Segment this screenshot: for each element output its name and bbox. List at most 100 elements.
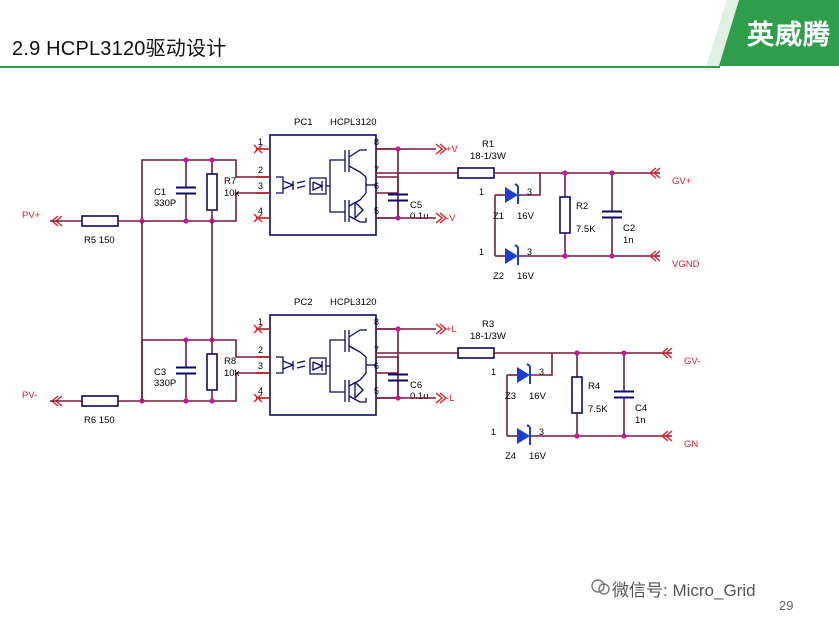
zener-diode-b — [517, 428, 530, 444]
logo-text: 英威腾 — [747, 20, 831, 51]
junction-dot — [183, 337, 189, 343]
ic-reference: PC2 — [294, 297, 312, 308]
pulldown-resistor-value: 10k — [224, 188, 240, 199]
output-capacitor-value: 1n — [623, 235, 634, 246]
optocoupler-internals — [276, 329, 376, 403]
junction-dot — [621, 433, 627, 439]
zener-b-ref: Z4 — [505, 451, 516, 462]
supply-neg-arrow — [435, 212, 444, 224]
page-number: 29 — [779, 598, 794, 613]
pulldown-resistor-ref: R8 — [224, 356, 236, 367]
gate-resistor — [457, 347, 495, 359]
junction-dot — [183, 218, 189, 224]
gate-net-arrow — [660, 347, 669, 359]
zener-a-value: 16V — [517, 211, 535, 222]
zener-pin: 1 — [491, 367, 496, 377]
output-capacitor-ref: C2 — [623, 223, 635, 234]
output-resistor-ref: R2 — [576, 201, 588, 212]
supply-neg-arrow — [435, 392, 444, 404]
input-capacitor-ref: C1 — [154, 187, 166, 198]
input-capacitor-ref: C3 — [154, 367, 166, 378]
zener-diode-b-bar — [514, 244, 519, 248]
junction-dot — [395, 395, 401, 401]
ic-pin-number: 8 — [374, 137, 379, 147]
zener-lead — [531, 353, 553, 376]
zener-lead — [519, 173, 541, 196]
junction-dot — [395, 215, 401, 221]
ic-pin-number: 7 — [374, 165, 379, 175]
junction-dot — [574, 350, 580, 356]
nc-mark — [253, 324, 263, 334]
input-resistor — [81, 395, 119, 407]
output-capacitor-value: 1n — [635, 415, 646, 426]
logo-stripe — [707, 0, 739, 66]
junction-dot — [395, 146, 401, 152]
ic-pin-number: 3 — [258, 181, 263, 191]
input-net-label: PV- — [22, 390, 37, 401]
wechat-icon — [591, 579, 610, 595]
zener-diode-a-bar — [526, 363, 531, 367]
zener-a-value: 16V — [529, 391, 547, 402]
ic-pin-number: 4 — [258, 386, 263, 396]
zener-pin: 1 — [491, 427, 496, 437]
ic-pin-number: 2 — [258, 345, 263, 355]
optocoupler-internals — [276, 149, 376, 223]
zener-diode-a — [517, 367, 530, 383]
ic-pin-number: 1 — [258, 317, 263, 327]
zener-pin: 3 — [539, 427, 544, 437]
gate-resistor — [457, 167, 495, 179]
output-capacitor-ref: C4 — [635, 403, 647, 414]
supply-neg-arrow — [439, 212, 448, 224]
input-wire — [118, 339, 270, 402]
gate-net-label: GV+ — [672, 176, 692, 187]
logo-background — [707, 0, 839, 66]
pulldown-resistor-value: 10k — [224, 368, 240, 379]
junction-dot — [209, 398, 215, 404]
zener-b-ref: Z2 — [493, 271, 504, 282]
ic-part-number: HCPL3120 — [330, 117, 376, 128]
junction-dot — [183, 157, 189, 163]
junction-dot — [395, 326, 401, 332]
ground-net-arrow — [652, 250, 661, 262]
junction-dot — [562, 253, 568, 259]
input-resistor-label: R6 150 — [84, 415, 115, 426]
ground-net-arrow — [648, 250, 657, 262]
input-wire — [118, 159, 270, 222]
supply-neg-label: -L — [446, 393, 454, 404]
gate-resistor-ref: R1 — [482, 139, 494, 150]
input-wire — [142, 372, 270, 402]
ic-pin-number: 7 — [374, 345, 379, 355]
zener-b-value: 16V — [517, 271, 535, 282]
supply-pos-label: +L — [446, 324, 457, 335]
supply-pos-arrow — [435, 323, 444, 335]
pulldown-resistor — [206, 173, 218, 211]
zener-diode-b-bar — [526, 424, 531, 428]
pulldown-resistor-ref: R7 — [224, 176, 236, 187]
junction-dot — [574, 433, 580, 439]
input-resistor-label: R5 150 — [84, 235, 115, 246]
supply-neg-label: -V — [446, 213, 456, 224]
junction-dot — [609, 170, 615, 176]
decoupling-capacitor-ref: C6 — [410, 380, 422, 391]
output-resistor-value: 7.5K — [576, 224, 596, 235]
decoupling-capacitor-value: 0.1u — [410, 211, 429, 222]
zener-a-ref: Z3 — [505, 391, 516, 402]
output-resistor — [559, 196, 571, 234]
ic-pin-number: 3 — [258, 361, 263, 371]
nc-mark — [253, 393, 263, 403]
zener-diode-a-bar — [514, 183, 519, 187]
junction-dot — [562, 170, 568, 176]
gate-resistor-value: 18-1/3W — [470, 151, 506, 162]
supply-pos-arrow — [439, 143, 448, 155]
zener-pin: 1 — [479, 247, 484, 257]
ic-pin-number: 8 — [374, 317, 379, 327]
output-resistor — [571, 376, 583, 414]
junction-dot — [621, 350, 627, 356]
zener-pin: 3 — [539, 367, 544, 377]
ic-pin-number: 2 — [258, 165, 263, 175]
ground-net-label: GN — [684, 439, 698, 450]
ground-net-label: VGND — [672, 259, 700, 270]
ic-pin-number: 5 — [374, 206, 379, 216]
supply-pos-arrow — [435, 143, 444, 155]
gate-resistor-ref: R3 — [482, 319, 494, 330]
